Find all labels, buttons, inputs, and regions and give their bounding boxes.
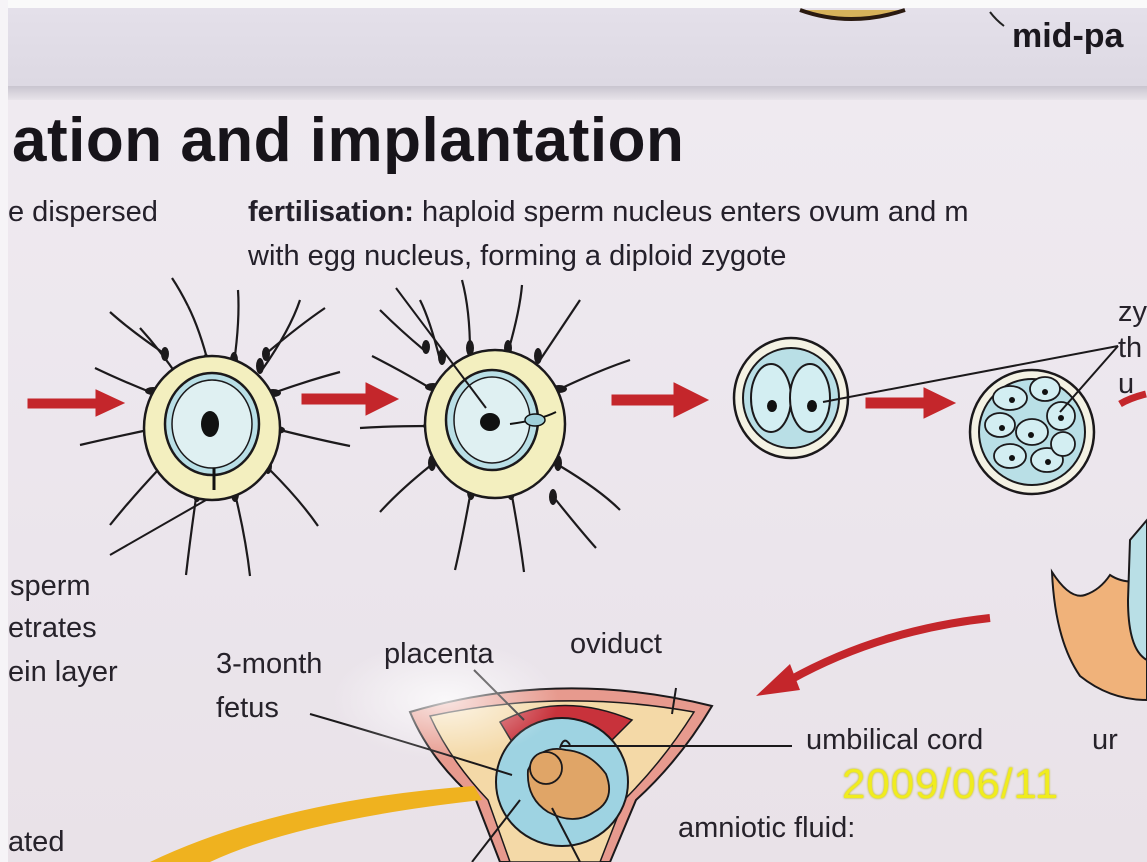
label-3-month: 3-month <box>216 648 322 681</box>
arrow-2 <box>302 383 398 415</box>
right-edge-text-1: zy <box>1118 296 1147 329</box>
poster-title: ation and implantation <box>12 105 684 176</box>
right-edge-text-3: u <box>1118 368 1134 401</box>
uterine-wall-fragment <box>1052 520 1147 700</box>
date-stamp: 2009/06/11 <box>842 760 1059 808</box>
yellow-swoosh <box>150 786 482 862</box>
egg-1 <box>144 356 280 500</box>
fertilisation-term: fertilisation: <box>248 196 414 228</box>
label-amniotic-fluid: amniotic fluid: <box>678 812 855 845</box>
label-bottom-left: ated <box>8 826 64 859</box>
top-label: mid-pa <box>1012 17 1123 56</box>
top-oval-fragment <box>800 10 905 19</box>
label-ur-fragment: ur <box>1092 724 1118 757</box>
top-leader-line <box>990 12 1004 26</box>
morula <box>970 370 1094 494</box>
left-label-2: etrates <box>8 612 97 645</box>
label-oviduct: oviduct <box>570 628 662 661</box>
left-label-3: ein layer <box>8 656 118 689</box>
arrow-4 <box>866 388 955 418</box>
red-curved-arrow <box>756 618 990 696</box>
label-umbilical-cord: umbilical cord <box>806 724 983 757</box>
label-placenta: placenta <box>384 638 494 671</box>
label-fetus: fetus <box>216 692 279 725</box>
fertilisation-line-2: with egg nucleus, forming a diploid zygo… <box>248 240 786 273</box>
arrow-3 <box>612 383 708 417</box>
fertilisation-text-1: haploid sperm nucleus enters ovum and m <box>414 196 969 228</box>
egg-2 <box>425 350 565 498</box>
arrow-1 <box>28 390 124 416</box>
fertilisation-line-1: fertilisation: haploid sperm nucleus ent… <box>248 196 968 229</box>
left-label-1: sperm <box>10 570 91 603</box>
right-edge-text-2: th <box>1118 332 1142 365</box>
caption-left: e dispersed <box>8 196 158 229</box>
zygote-2-cell <box>734 338 848 458</box>
